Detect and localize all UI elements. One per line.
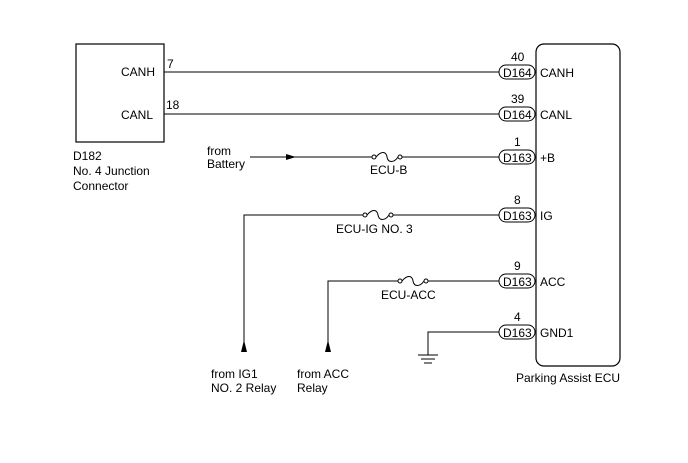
acc-wire: [327, 280, 500, 350]
ig1-source-line1: from IG1: [211, 367, 258, 381]
junction-canl-label: CANL: [121, 108, 153, 122]
ig1-source-line2: NO. 2 Relay: [211, 381, 276, 395]
terminal-label: CANH: [540, 66, 574, 80]
terminal-connector: D163: [503, 209, 532, 223]
terminal-pin: 9: [514, 259, 521, 273]
junction-canh-label: CANH: [121, 65, 155, 79]
ecu-terminal: D163 1 +B: [498, 135, 555, 165]
terminal-pin: 4: [514, 310, 521, 324]
ecu-terminal: D164 39 CANL: [498, 92, 572, 122]
terminal-connector: D163: [503, 151, 532, 165]
acc-source-line2: Relay: [297, 381, 328, 395]
ecu-name: Parking Assist ECU: [516, 371, 620, 385]
junction-connector-id: D182: [73, 149, 102, 163]
fuse-icon: [362, 210, 394, 220]
ecu-terminal: D163 8 IG: [498, 193, 553, 223]
ecu-terminal: D164 40 CANH: [498, 50, 574, 80]
acc-source-line1: from ACC: [297, 367, 349, 381]
junction-connector-box: [75, 43, 165, 143]
battery-source-line1: from: [207, 144, 231, 158]
terminal-pin: 8: [514, 193, 521, 207]
fuse-ecu-b-label: ECU-B: [370, 163, 407, 177]
ground-icon: [418, 354, 438, 364]
fuse-icon: [371, 152, 403, 162]
junction-name-line2: Connector: [73, 179, 128, 193]
acc-arrow-icon: [325, 340, 331, 352]
ig-wire: [243, 214, 500, 350]
terminal-pin: 39: [511, 92, 525, 106]
ecu-box: [535, 43, 621, 367]
terminal-label: +B: [540, 151, 555, 165]
terminal-connector: D163: [503, 326, 532, 340]
junction-canl-pin: 18: [166, 98, 180, 112]
ecu-terminal: D163 9 ACC: [498, 259, 566, 289]
fuse-ecu-acc-label: ECU-ACC: [381, 288, 436, 302]
ground-wire: [427, 331, 500, 355]
terminal-pin: 1: [514, 135, 521, 149]
terminal-connector: D164: [503, 66, 532, 80]
terminal-label: GND1: [540, 326, 574, 340]
junction-canh-pin: 7: [167, 57, 174, 71]
terminal-label: IG: [540, 209, 553, 223]
battery-arrow-icon: [286, 154, 296, 160]
fuse-ecu-ig-label: ECU-IG NO. 3: [336, 222, 413, 236]
terminal-connector: D163: [503, 275, 532, 289]
junction-name-line1: No. 4 Junction: [73, 164, 150, 178]
terminal-label: ACC: [540, 275, 566, 289]
fuse-icon: [397, 276, 429, 286]
terminal-connector: D164: [503, 108, 532, 122]
terminal-pin: 40: [511, 50, 525, 64]
terminal-label: CANL: [540, 108, 572, 122]
ecu-terminal: D163 4 GND1: [498, 310, 574, 340]
ig1-arrow-icon: [241, 340, 247, 352]
battery-source-line2: Battery: [207, 157, 245, 171]
